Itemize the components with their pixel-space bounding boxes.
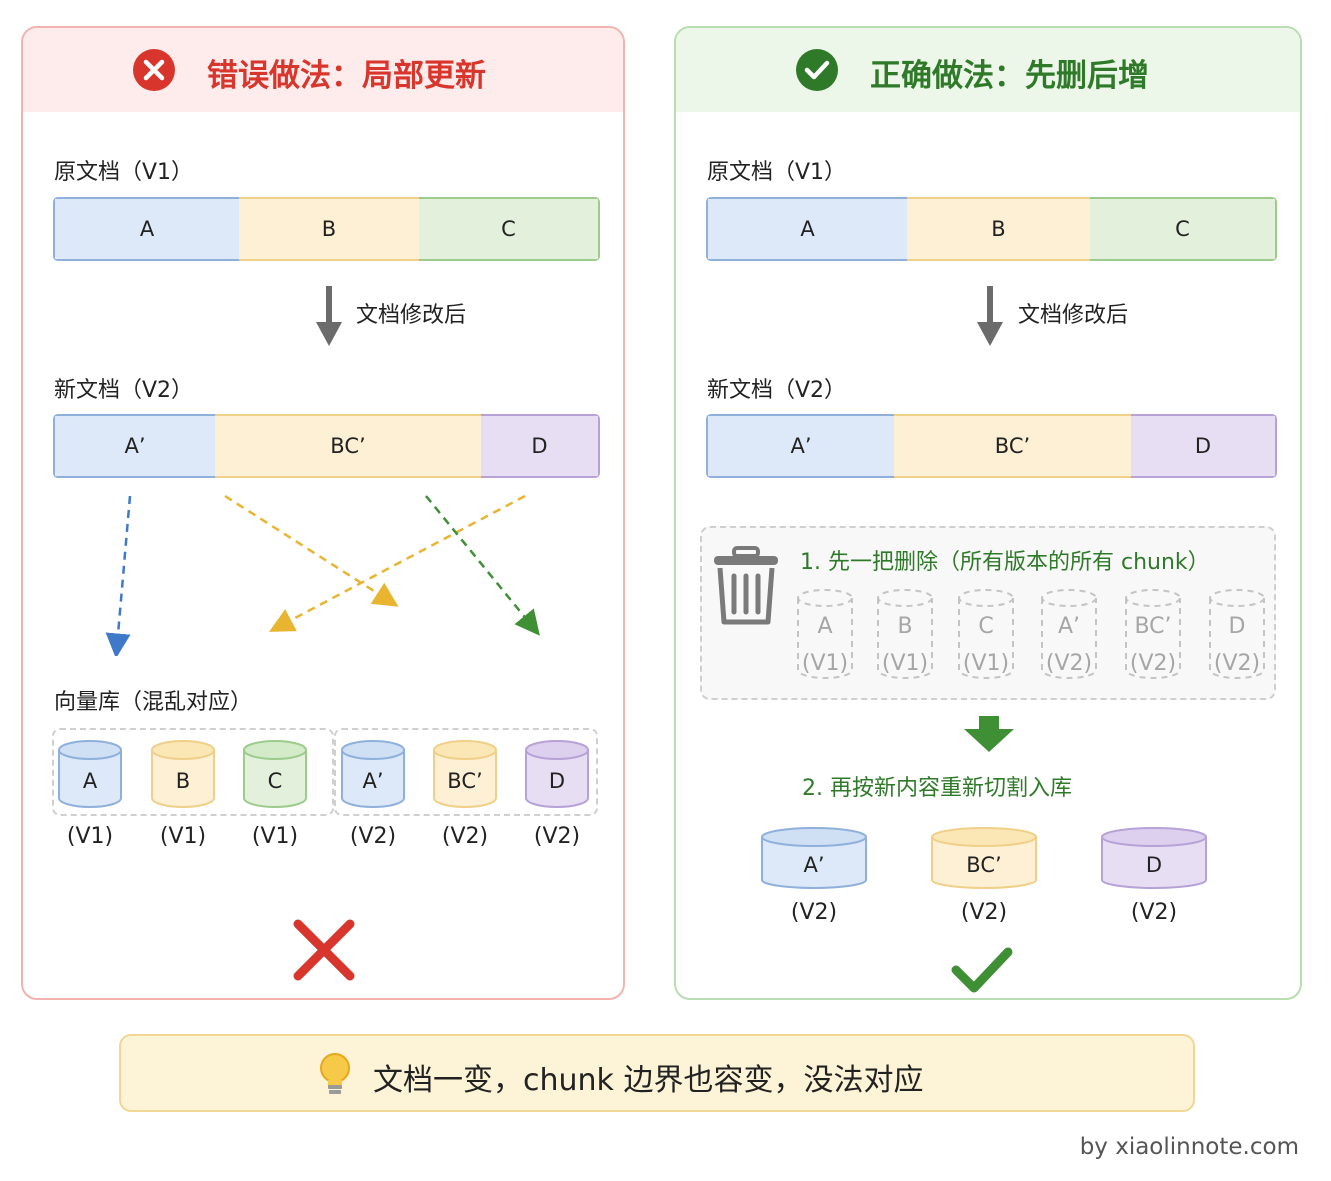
left-new-segment-a-prime: A’ — [53, 414, 217, 478]
cylinder-b-v1-name: B — [175, 769, 191, 793]
left-new-doc-bar: A’ BC’ D — [53, 414, 600, 478]
footer-credit: by xiaolinnote.com — [1079, 1134, 1299, 1160]
correct-approach-header: 正确做法：先删后增 — [676, 28, 1300, 112]
left-orig-segment-c: C — [419, 197, 600, 261]
cylinder-a-v1 — [58, 740, 122, 808]
cylinder-b-v1 — [151, 740, 215, 808]
cylinder-bc-prime-v2-version: (V2) — [441, 824, 489, 849]
v1-group-box — [52, 728, 334, 816]
deleted-chunk-b-v1 — [877, 589, 933, 679]
arrow-a-prime-to-a — [105, 495, 132, 656]
lightbulb-icon — [320, 1053, 350, 1094]
deleted-chunk-d-v2-version: (V2) — [1213, 651, 1261, 676]
right-new-doc-bar: A’ BC’ D — [706, 414, 1277, 478]
cylinder-a-v1-name: A — [82, 769, 98, 793]
deleted-chunk-a-prime-v2-name: A’ — [1057, 614, 1081, 639]
deleted-chunk-b-v1-version: (V1) — [881, 651, 929, 676]
left-new-segment-bc-prime: BC’ — [215, 414, 483, 478]
inserted-chunk-a-prime-version: (V2) — [790, 900, 838, 925]
deleted-chunk-d-v2 — [1209, 589, 1265, 679]
deleted-chunk-a-v1 — [797, 589, 853, 679]
inserted-chunk-d — [1101, 827, 1207, 889]
right-orig-segment-a: A — [706, 197, 909, 261]
deleted-chunk-a-v1-version: (V1) — [801, 651, 849, 676]
deleted-chunk-a-prime-v2 — [1041, 589, 1097, 679]
cylinder-c-v1 — [243, 740, 307, 808]
inserted-chunk-bc-prime-name: BC’ — [966, 853, 1002, 877]
inserted-chunk-d-version: (V2) — [1130, 900, 1178, 925]
inserted-chunk-bc-prime — [931, 827, 1037, 889]
cylinder-d-v2-version: (V2) — [533, 824, 581, 849]
right-new-segment-a-prime: A’ — [706, 414, 896, 478]
left-down-arrow-icon — [316, 286, 342, 346]
correct-check-icon — [951, 947, 1013, 993]
vector-store-label: 向量库（混乱对应） — [54, 690, 253, 715]
right-modify-label: 文档修改后 — [1018, 303, 1129, 328]
cylinder-a-v1-version: (V1) — [66, 824, 114, 849]
cylinder-d-v2 — [525, 740, 589, 808]
cylinder-a-prime-v2 — [341, 740, 405, 808]
cylinder-b-v1-version: (V1) — [159, 824, 207, 849]
wrong-approach-header: 错误做法：局部更新 — [23, 28, 623, 112]
right-orig-segment-c: C — [1090, 197, 1277, 261]
right-new-segment-d: D — [1131, 414, 1277, 478]
wrong-approach-panel: 错误做法：局部更新 — [21, 26, 625, 1000]
right-original-doc-bar: A B C — [706, 197, 1277, 261]
left-new-segment-d: D — [481, 414, 600, 478]
trash-can-icon — [714, 546, 778, 625]
deleted-chunk-bc-prime-v2-version: (V2) — [1129, 651, 1177, 676]
left-original-doc-label: 原文档（V1） — [54, 160, 194, 185]
right-new-doc-label: 新文档（V2） — [707, 378, 847, 403]
deleted-chunk-b-v1-name: B — [897, 614, 913, 639]
deleted-chunk-a-prime-v2-version: (V2) — [1045, 651, 1093, 676]
arrow-bc-cross-left — [268, 494, 526, 632]
step1-title: 1. 先一把删除（所有版本的所有 chunk） — [800, 550, 1210, 575]
wrong-approach-title: 错误做法：局部更新 — [207, 58, 486, 94]
v2-group-box — [334, 728, 598, 816]
cylinder-bc-prime-v2 — [433, 740, 497, 808]
arrow-d-to-c — [425, 495, 540, 636]
left-orig-segment-b: B — [239, 197, 421, 261]
green-down-arrow-icon — [964, 716, 1014, 752]
inserted-chunk-bc-prime-version: (V2) — [960, 900, 1008, 925]
cylinder-d-v2-name: D — [548, 769, 566, 793]
cylinder-a-prime-v2-name: A’ — [362, 769, 384, 793]
left-new-doc-label: 新文档（V2） — [54, 378, 194, 403]
inserted-chunk-a-prime-name: A’ — [803, 853, 825, 877]
deleted-chunk-a-v1-name: A — [817, 614, 833, 639]
tip-banner: 文档一变，chunk 边界也容变，没法对应 — [119, 1034, 1195, 1112]
left-orig-segment-a: A — [53, 197, 241, 261]
left-modify-label: 文档修改后 — [356, 303, 467, 328]
inserted-chunk-a-prime — [761, 827, 867, 889]
left-original-doc-bar: A B C — [53, 197, 600, 261]
deleted-chunk-bc-prime-v2-name: BC’ — [1134, 614, 1172, 639]
right-orig-segment-b: B — [907, 197, 1092, 261]
right-down-arrow-icon — [977, 286, 1003, 346]
correct-approach-title: 正确做法：先删后增 — [870, 58, 1149, 94]
right-new-segment-bc-prime: BC’ — [894, 414, 1133, 478]
cylinder-c-v1-version: (V1) — [251, 824, 299, 849]
deleted-chunk-c-v1-name: C — [978, 614, 994, 639]
right-original-doc-label: 原文档（V1） — [707, 160, 847, 185]
confused-mapping-arrows — [105, 494, 540, 656]
deleted-chunk-d-v2-name: D — [1228, 614, 1246, 639]
inserted-chunk-d-name: D — [1145, 853, 1163, 877]
cylinder-bc-prime-v2-name: BC’ — [447, 769, 483, 793]
arrow-bc-cross-right — [224, 494, 399, 607]
deleted-chunk-c-v1-version: (V1) — [962, 651, 1010, 676]
check-circle-icon — [796, 49, 838, 91]
cylinder-c-v1-name: C — [267, 769, 283, 793]
cylinder-a-prime-v2-version: (V2) — [349, 824, 397, 849]
step2-title: 2. 再按新内容重新切割入库 — [802, 776, 1072, 801]
error-circle-icon — [133, 49, 175, 91]
tip-text: 文档一变，chunk 边界也容变，没法对应 — [373, 1063, 924, 1098]
deleted-chunk-c-v1 — [958, 589, 1014, 679]
wrong-cross-icon — [293, 919, 355, 981]
deleted-chunk-bc-prime-v2 — [1125, 589, 1181, 679]
